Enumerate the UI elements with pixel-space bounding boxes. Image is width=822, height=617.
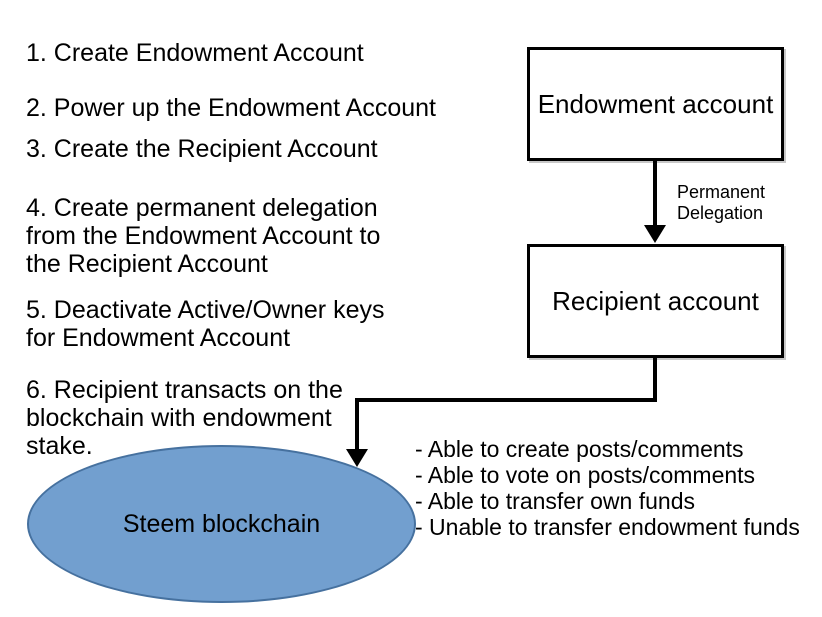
- steem-blockchain-label: Steem blockchain: [122, 509, 321, 538]
- recipient-connector-drop-segment: [355, 398, 359, 451]
- endowment-account-label: Endowment account: [537, 88, 774, 119]
- steem-blockchain-node: Steem blockchain: [27, 445, 416, 603]
- endowment-account-node: Endowment account: [527, 47, 784, 161]
- recipient-account-node: Recipient account: [527, 244, 784, 358]
- ability-item: - Unable to transfer endowment funds: [415, 514, 800, 540]
- ability-item: - Able to create posts/comments: [415, 436, 744, 462]
- step-3: 3. Create the Recipient Account: [26, 135, 378, 163]
- recipient-connector-horizontal-segment: [355, 398, 657, 402]
- recipient-abilities-list: - Able to create posts/comments - Able t…: [415, 436, 800, 540]
- delegation-arrowhead-icon: [644, 225, 666, 243]
- ability-item: - Able to vote on posts/comments: [415, 462, 756, 488]
- recipient-connector-vertical-segment: [653, 358, 657, 402]
- step-5: 5. Deactivate Active/Owner keys for Endo…: [26, 296, 385, 352]
- step-2: 2. Power up the Endowment Account: [26, 94, 436, 122]
- step-4: 4. Create permanent delegation from the …: [26, 194, 381, 278]
- delegation-edge-label: Permanent Delegation: [677, 182, 766, 223]
- step-6: 6. Recipient transacts on the blockchain…: [26, 376, 343, 460]
- delegation-arrow-line: [653, 160, 657, 228]
- recipient-account-label: Recipient account: [552, 285, 759, 316]
- step-1: 1. Create Endowment Account: [26, 39, 364, 67]
- ability-item: - Able to transfer own funds: [415, 488, 695, 514]
- blockchain-arrowhead-icon: [346, 449, 368, 467]
